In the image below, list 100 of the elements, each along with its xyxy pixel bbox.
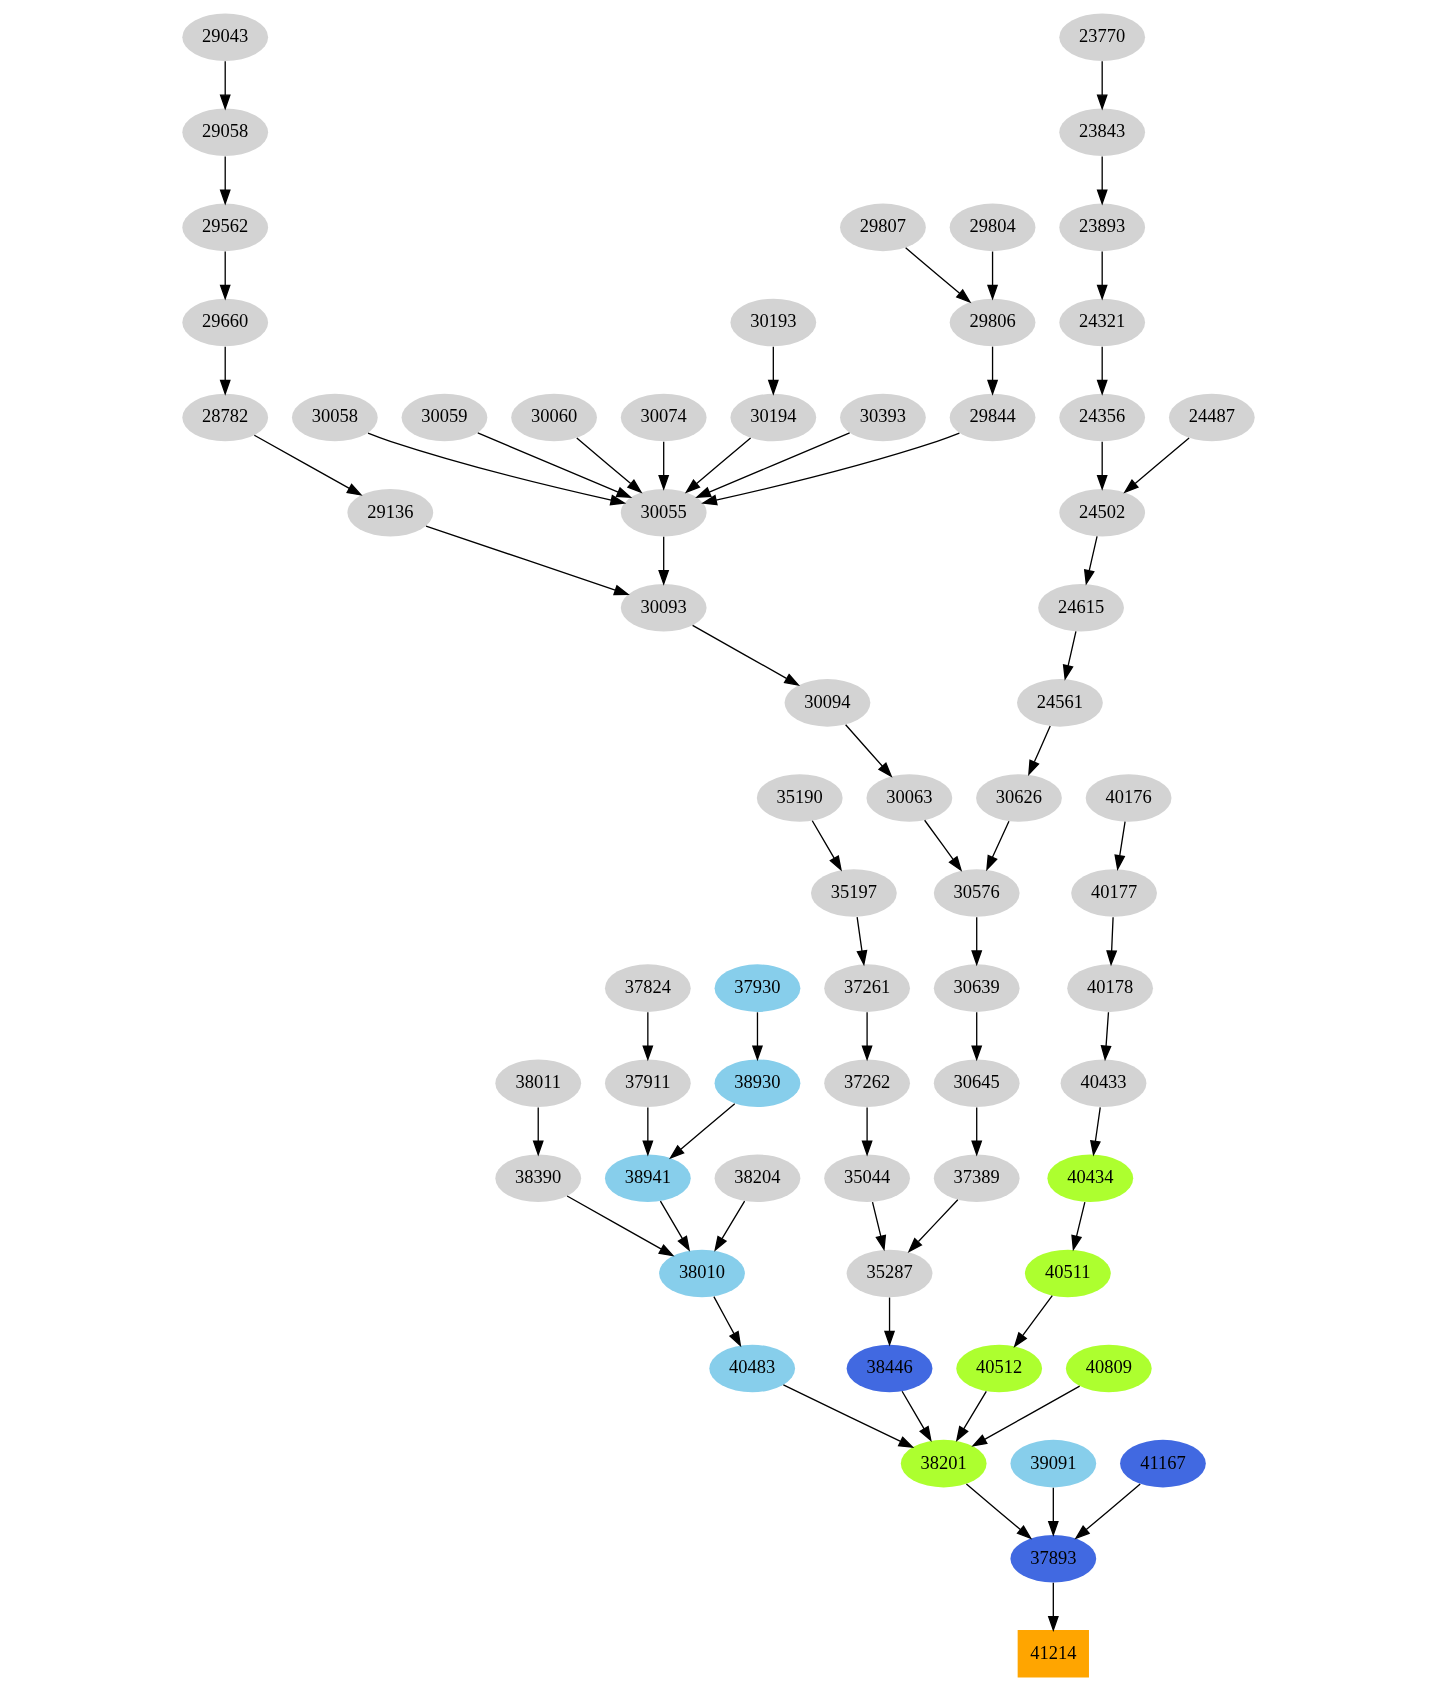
node-ellipse: 30058 [291, 393, 378, 442]
node-ellipse: 40483 [709, 1344, 796, 1393]
node-ellipse: 37893 [1010, 1534, 1097, 1583]
arrow [971, 1385, 1081, 1447]
arrow [367, 432, 627, 506]
arrow [1062, 630, 1077, 681]
node-ellipse: 30645 [933, 1059, 1020, 1107]
arrow [566, 1195, 675, 1257]
node-box: 41214 [1017, 1630, 1089, 1678]
node-ellipse: 30576 [933, 869, 1020, 917]
arrow [253, 434, 363, 496]
node-ellipse: 35287 [846, 1249, 933, 1298]
node-ellipse: 30093 [620, 584, 707, 632]
arrow [1096, 60, 1108, 111]
arrow [219, 250, 231, 301]
node-ellipse: 29058 [182, 108, 269, 157]
arrow [1047, 1487, 1059, 1537]
arrow [767, 346, 779, 396]
arrow [714, 1200, 746, 1252]
node-ellipse: 38941 [604, 1154, 691, 1203]
node-ellipse: 24561 [1017, 679, 1103, 727]
arrow [1106, 916, 1118, 967]
node-ellipse: 38204 [714, 1154, 801, 1203]
node-ellipse: 30074 [620, 393, 707, 442]
arrow [971, 1106, 983, 1157]
node-ellipse: 37930 [714, 964, 801, 1012]
arrow [971, 916, 983, 967]
node-ellipse: 37911 [604, 1059, 691, 1107]
arrow [884, 1296, 896, 1347]
node-ellipse: 29660 [182, 298, 269, 347]
arrow [751, 1011, 764, 1062]
arrow [861, 1106, 873, 1157]
arrow [1096, 155, 1108, 206]
node-ellipse: 38201 [900, 1439, 987, 1488]
arrow [1071, 1201, 1086, 1252]
node-ellipse: 23893 [1059, 203, 1146, 252]
arrow [955, 1390, 987, 1443]
arrow [642, 1011, 654, 1062]
arrow [477, 432, 633, 499]
node-ellipse: 24487 [1168, 393, 1255, 442]
arrow [425, 525, 630, 596]
arrow [987, 346, 999, 396]
arrow [658, 536, 670, 586]
node-ellipse: 29844 [949, 393, 1036, 442]
node-ellipse: 40809 [1065, 1344, 1152, 1393]
arrow [701, 432, 961, 506]
node-ellipse: 37262 [824, 1059, 910, 1107]
node-ellipse: 35197 [810, 869, 897, 917]
arrow [1013, 1295, 1053, 1348]
arrow [691, 624, 801, 687]
arrow [695, 432, 851, 499]
arrow [845, 724, 893, 778]
node-ellipse: 29136 [347, 488, 434, 537]
node-ellipse: 38390 [495, 1154, 582, 1203]
arrow [532, 1106, 544, 1157]
node-ellipse: 30059 [401, 393, 488, 442]
node-ellipse: 37261 [824, 964, 910, 1012]
arrow [861, 1011, 873, 1062]
arrow [642, 1106, 654, 1157]
node-ellipse: 37824 [604, 964, 691, 1012]
arrow [901, 1390, 932, 1443]
arrow [684, 437, 752, 494]
node-ellipse: 40512 [956, 1344, 1043, 1393]
node-ellipse: 30393 [840, 393, 926, 442]
node-ellipse: 30639 [933, 964, 1020, 1012]
node-ellipse: 30193 [730, 298, 817, 347]
arrow [219, 346, 231, 396]
arrow [965, 1483, 1033, 1540]
node-ellipse: 30055 [620, 488, 707, 537]
node-ellipse: 38930 [714, 1059, 801, 1107]
arrow [782, 1384, 915, 1449]
node-ellipse: 38446 [846, 1344, 933, 1393]
node-ellipse: 40434 [1047, 1154, 1134, 1203]
arrow [658, 441, 670, 491]
node-ellipse: 30194 [730, 393, 817, 442]
arrow [1096, 346, 1108, 396]
arrow [1047, 1582, 1059, 1632]
arrow [659, 1200, 691, 1252]
node-ellipse: 29043 [182, 13, 269, 61]
node-ellipse: 24502 [1059, 488, 1146, 537]
arrow [1114, 821, 1126, 871]
arrow [924, 819, 963, 872]
node-ellipse: 35044 [824, 1154, 910, 1203]
arrow [713, 1296, 742, 1348]
node-ellipse: 30626 [976, 774, 1062, 822]
node-ellipse: 39091 [1010, 1439, 1097, 1488]
arrow [1090, 1106, 1101, 1157]
node-ellipse: 38011 [495, 1059, 582, 1107]
node-ellipse: 38010 [659, 1249, 745, 1298]
node-ellipse: 35190 [756, 774, 843, 822]
node-ellipse: 23770 [1059, 13, 1146, 61]
arrow [1074, 1483, 1141, 1540]
node-ellipse: 24615 [1038, 584, 1124, 632]
arrow [576, 437, 643, 494]
node-ellipse: 37389 [933, 1154, 1020, 1203]
arrow [1100, 1011, 1112, 1062]
arrow [1083, 535, 1098, 586]
node-ellipse: 40433 [1060, 1059, 1147, 1107]
node-ellipse: 24321 [1059, 298, 1146, 347]
arrow [1123, 437, 1190, 494]
